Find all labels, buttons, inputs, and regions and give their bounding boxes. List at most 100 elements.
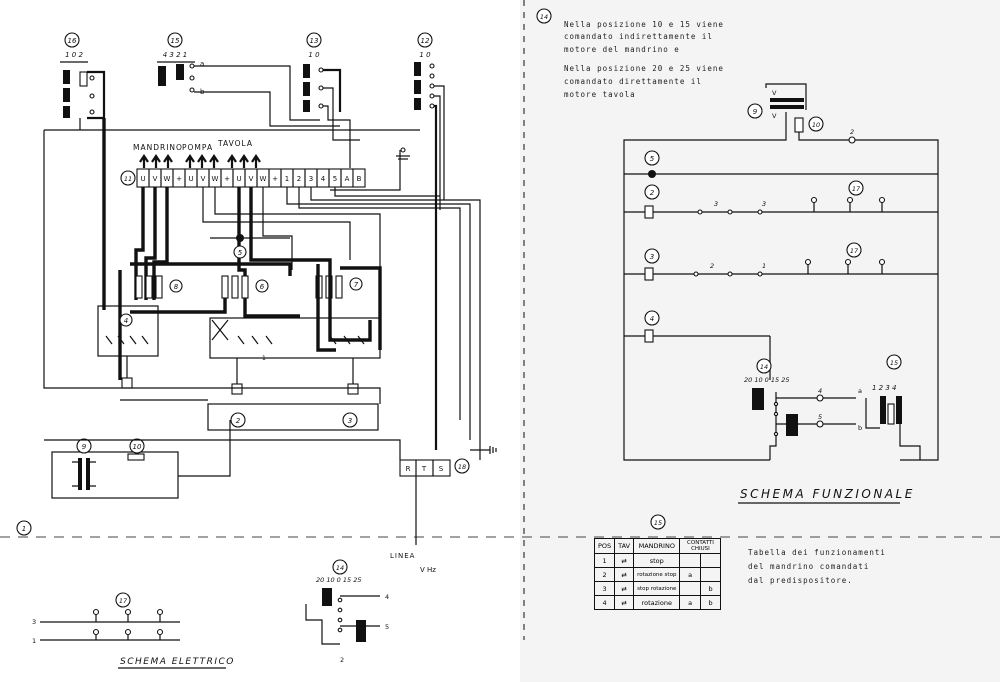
switch-12-positions: 1 0 — [419, 51, 431, 59]
func-wire-3b: 3 — [762, 200, 766, 208]
label-sheet-1: 1 — [22, 525, 26, 533]
terminal-b: B — [357, 175, 362, 183]
table-row: 4 ⇄ rotazione a b — [593, 595, 722, 610]
motor-arrows — [139, 154, 261, 168]
func-wire-1: 1 — [762, 262, 766, 270]
caption-line-2: del mandrino comandati — [748, 562, 870, 571]
func-wire-3a: 3 — [714, 200, 718, 208]
terminal-strip: 11 U V W + U V W + U V W + 1 2 3 4 — [120, 168, 354, 188]
table-row: 1 ⇄ stop — [593, 553, 722, 568]
switch-14-wire-4: 4 — [385, 593, 389, 601]
func-label-17a: 17 — [852, 185, 861, 193]
cell-contact-a — [679, 553, 701, 568]
terminal-w1: W — [164, 175, 171, 183]
terminal-a: A — [345, 175, 350, 183]
table-header-row: POS TAV MANDRINO CONTATTI CHIUSI — [593, 538, 722, 554]
rung-5: 5 — [624, 150, 938, 178]
rung-2: 2 3 3 17 — [624, 180, 938, 219]
func-label-5: 5 — [650, 155, 655, 163]
cell-contact-b — [699, 553, 722, 568]
func-switch-14-positions: 20 10 0 15 25 — [744, 376, 789, 384]
cell-mandrino: stop — [633, 553, 681, 568]
switch-15: 15 4 3 2 1 a b — [157, 32, 340, 127]
ground-icon — [470, 446, 497, 454]
terminal-t: T — [421, 465, 427, 473]
func-label-14: 14 — [760, 363, 768, 371]
label-linea: LINEA — [390, 552, 415, 560]
switch-15-positions: 4 3 2 1 — [163, 51, 188, 59]
func-label-9: 9 — [753, 108, 758, 116]
label-6: 6 — [260, 283, 265, 291]
switch-13-positions: 1 0 — [308, 51, 320, 59]
label-3: 3 — [348, 417, 352, 425]
electrical-schematic: 16 1 0 2 15 4 3 2 1 a b 13 — [16, 32, 497, 669]
cell-pos: 4 — [593, 595, 616, 610]
cell-mandrino: rotazione stop — [633, 567, 681, 582]
label-10: 10 — [133, 443, 142, 451]
contactor-2-3: 1 2 3 — [207, 317, 381, 431]
terminal-s: S — [439, 465, 444, 473]
switch-16: 16 1 0 2 — [60, 32, 106, 120]
header-pos: POS — [593, 538, 616, 554]
cell-tav-arrows: ⇄ — [614, 581, 635, 596]
func-contact-5: 5 — [818, 413, 822, 421]
cell-pos: 3 — [593, 581, 616, 596]
terminal-r: R — [406, 465, 411, 473]
switch-13-number: 13 — [310, 37, 319, 45]
func-label-15: 15 — [890, 359, 898, 367]
switch-16-number: 16 — [68, 37, 77, 45]
switch-17-wire-1: 1 — [32, 637, 36, 645]
table-row: 3 ⇄ stop rotazione b — [593, 581, 722, 596]
func-transformer-9: 9 V V 10 2 — [623, 83, 939, 461]
cell-contact-b — [699, 567, 722, 582]
switch-15-number: 15 — [171, 37, 180, 45]
note-line-2: comandato indirettamente il — [564, 32, 713, 41]
label-pompa: POMPA — [182, 143, 213, 152]
func-contact-4: 4 — [818, 387, 822, 395]
cell-contact-a: a — [679, 595, 701, 610]
terminal-4: 4 — [321, 175, 326, 183]
functional-schematic: 14 9 V V 10 2 5 2 — [536, 8, 939, 530]
transformer-9: 9 10 — [51, 438, 179, 499]
label-1: 1 — [262, 355, 266, 362]
table-row: 2 ⇄ rotazione stop a — [593, 567, 722, 582]
cell-tav-arrows: ⇄ — [614, 567, 635, 582]
label-tavola: TAVOLA — [217, 139, 253, 148]
terminal-e1: + — [176, 175, 182, 183]
label-4: 4 — [124, 317, 128, 325]
label-9: 9 — [82, 443, 87, 451]
label-right-14: 14 — [540, 13, 548, 21]
cell-contact-b: b — [699, 581, 722, 596]
terminal-e3: + — [272, 175, 278, 183]
func-label-10: 10 — [812, 121, 820, 129]
cell-tav-arrows: ⇄ — [614, 553, 635, 568]
switch-14-wire-5: 5 — [385, 623, 389, 631]
cell-contact-a — [679, 581, 701, 596]
switch-17-wire-3: 3 — [32, 618, 36, 626]
terminal-w3: W — [260, 175, 267, 183]
label-2: 2 — [236, 417, 241, 425]
switch-17-small-number: 17 — [119, 597, 128, 605]
func-wire-2-top: 2 — [850, 128, 854, 136]
switch-17-small: 17 3 1 — [32, 592, 180, 645]
relay-8: 8 — [135, 275, 183, 299]
func-wire-2a: 2 — [710, 262, 714, 270]
cell-mandrino: stop rotazione — [633, 581, 681, 596]
note-line-6: motore tavola — [564, 90, 636, 99]
func-label-17b: 17 — [850, 247, 859, 255]
func-label-3: 3 — [650, 253, 654, 261]
func-switch-14-15: 14 20 10 0 15 25 4 5 a b 15 1 2 3 4 — [744, 354, 921, 460]
relay-6: 6 — [221, 275, 269, 299]
func-label-v-bottom: V — [772, 112, 777, 120]
main-terminal-rts: R T S 18 — [399, 446, 497, 545]
switch-12-number: 12 — [421, 37, 430, 45]
func-contact-a: a — [858, 387, 862, 395]
mandrino-table: POS TAV MANDRINO CONTATTI CHIUSI 1 ⇄ sto… — [593, 538, 722, 610]
terminal-u2: U — [188, 175, 193, 183]
label-7: 7 — [354, 281, 359, 289]
terminal-v1: V — [153, 175, 158, 183]
func-label-v-top: V — [772, 89, 777, 97]
terminal-e2: + — [224, 175, 230, 183]
func-switch-15-positions: 1 2 3 4 — [872, 384, 897, 392]
label-mandrino: MANDRINO — [133, 143, 183, 152]
